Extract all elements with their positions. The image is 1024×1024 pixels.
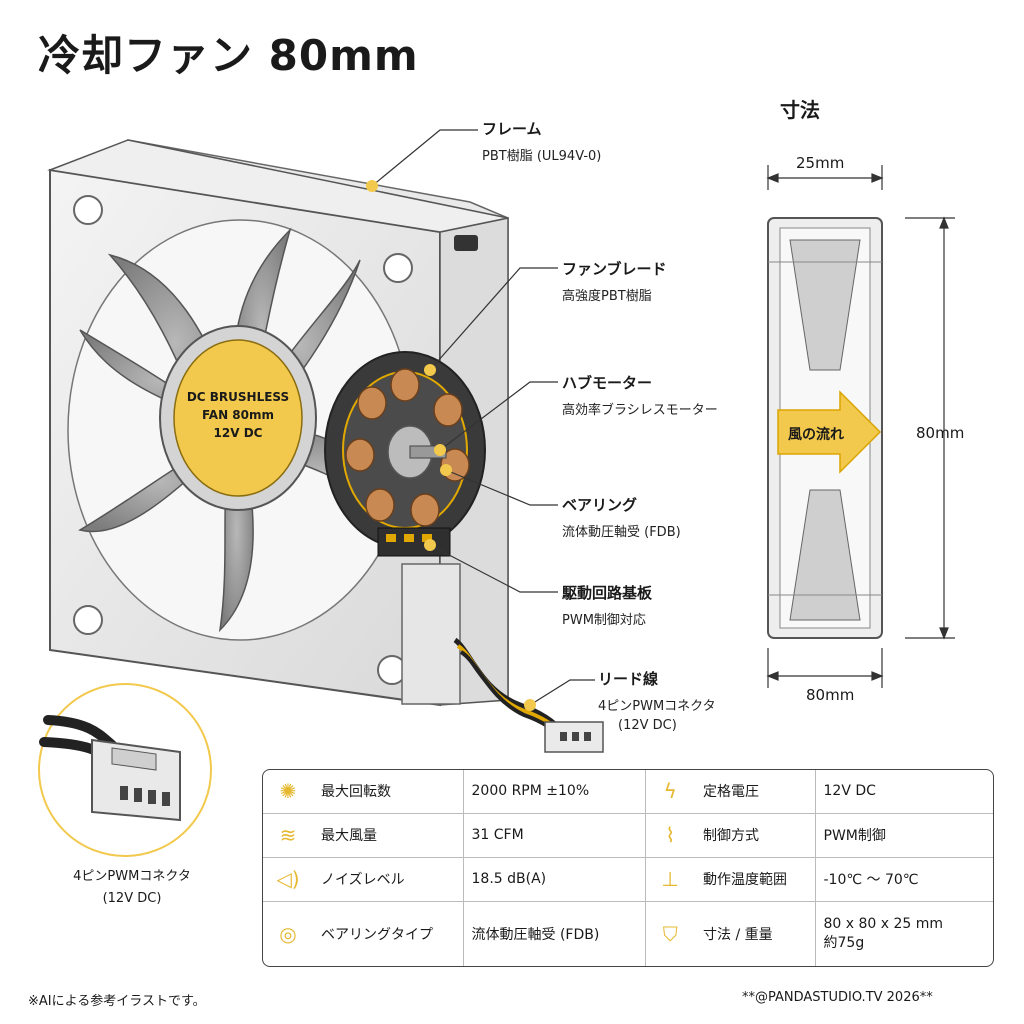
pwm-wave-icon: ⌇: [645, 813, 695, 858]
hub-label-disc: [173, 339, 303, 497]
spec-row: ✺ 最大回転数 2000 RPM ±10% ϟ 定格電圧 12V DC: [263, 770, 993, 814]
callout-frame-name: フレーム: [482, 120, 542, 138]
callout-pcb: 駆動回路基板 PWM制御対応: [562, 582, 652, 628]
spec-value-line-2: 約75g: [823, 935, 865, 952]
spec-table: ✺ 最大回転数 2000 RPM ±10% ϟ 定格電圧 12V DC ≋ 最大…: [262, 769, 994, 967]
bearing-icon: ◎: [279, 922, 297, 947]
footer-disclaimer: ※AIによる参考イラストです。: [28, 994, 206, 1009]
callout-pcb-desc: PWM制御対応: [562, 613, 646, 628]
lead-wire: [401, 563, 604, 753]
spec-row: ≋ 最大風量 31 CFM ⌇ 制御方式 PWM制御: [263, 813, 993, 858]
airflow-arrow: [777, 390, 882, 474]
hub-motor-cutaway: [324, 351, 486, 557]
fan-icon: ✺: [263, 770, 313, 814]
spec-label: ノイズレベル: [313, 857, 464, 903]
spec-value: 31 CFM: [463, 813, 646, 858]
spec-value: 流体動圧軸受 (FDB): [463, 901, 646, 966]
footer-credit: **@PANDASTUDIO.TV 2026**: [742, 990, 933, 1005]
dimension-lines: [766, 165, 955, 688]
spec-row: ◎ ベアリングタイプ 流体動圧軸受 (FDB) ⛉ 寸法 / 重量 80 x 8…: [263, 901, 993, 966]
spec-value: 2000 RPM ±10%: [463, 770, 646, 814]
callout-dots: [366, 180, 536, 711]
spec-row: ◁) ノイズレベル 18.5 dB(A) ⊥ 動作温度範囲 -10℃ ～ 70℃: [263, 857, 993, 903]
callout-bearing: ベアリング 流体動圧軸受 (FDB): [562, 494, 681, 540]
spec-value: 12V DC: [815, 770, 993, 814]
callout-blade: ファンブレード 高強度PBT樹脂: [562, 258, 667, 304]
width-dimension: 80mm: [806, 686, 855, 704]
callout-bearing-desc: 流体動圧軸受 (FDB): [562, 525, 681, 540]
spec-value: 80 x 80 x 25 mm 約75g: [815, 902, 993, 966]
connector-detail: [38, 683, 212, 857]
dimensions-heading: 寸法: [780, 98, 820, 122]
callout-motor: ハブモーター 高効率ブラシレスモーター: [562, 372, 718, 418]
callout-frame: フレーム PBT樹脂 (UL94V-0): [482, 118, 601, 164]
spec-label: 定格電圧: [695, 770, 816, 814]
callout-motor-name: ハブモーター: [562, 374, 653, 392]
hub-label-line-2: FAN 80mm: [201, 408, 275, 422]
wind-icon: ≋: [263, 813, 313, 858]
spec-label: 最大回転数: [313, 770, 464, 814]
spec-label: ベアリングタイプ: [313, 901, 464, 966]
callout-lead-desc: 4ピンPWMコネクタ: [598, 699, 716, 714]
side-view: [767, 217, 883, 639]
height-dimension: 80mm: [916, 424, 965, 442]
hub-label-line-3: 12V DC: [213, 426, 263, 440]
callout-lead: リード線 4ピンPWMコネクタ (12V DC): [598, 668, 716, 733]
spec-label: 最大風量: [313, 813, 464, 858]
bolt-icon: ϟ: [645, 770, 695, 814]
connector-caption-line-1: 4ピンPWMコネクタ: [73, 869, 191, 884]
spec-value: 18.5 dB(A): [463, 857, 646, 903]
connector-caption: 4ピンPWMコネクタ (12V DC): [52, 866, 212, 910]
speaker-icon: ◁): [263, 857, 313, 903]
callout-leaders: [371, 129, 595, 706]
spec-label: 寸法 / 重量: [695, 901, 816, 966]
callout-lead-name: リード線: [598, 670, 659, 688]
callout-pcb-name: 駆動回路基板: [562, 584, 653, 602]
callout-blade-desc: 高強度PBT樹脂: [562, 289, 652, 304]
spec-value: -10℃ ～ 70℃: [815, 857, 993, 903]
spec-value: PWM制御: [815, 813, 993, 858]
depth-dimension: 25mm: [796, 154, 845, 172]
weight-icon: ⛉: [662, 922, 678, 947]
thermometer-icon: ⊥: [645, 857, 695, 903]
callout-frame-desc: PBT樹脂 (UL94V-0): [482, 149, 602, 164]
callout-motor-desc: 高効率ブラシレスモーター: [562, 403, 718, 418]
hub-label-line-1: DC BRUSHLESS: [186, 390, 290, 404]
hub-label: DC BRUSHLESS FAN 80mm 12V DC: [183, 388, 293, 442]
callout-blade-name: ファンブレード: [562, 260, 667, 278]
spec-label: 制御方式: [695, 813, 816, 858]
callout-bearing-name: ベアリング: [562, 496, 638, 514]
spec-value-line-1: 80 x 80 x 25 mm: [823, 916, 944, 933]
airflow-label: 風の流れ: [788, 427, 844, 443]
callout-lead-desc-2: (12V DC): [618, 718, 677, 733]
spec-label: 動作温度範囲: [695, 857, 816, 903]
connector-caption-line-2: (12V DC): [102, 891, 162, 906]
page-title: 冷却ファン 80mm: [38, 31, 419, 80]
